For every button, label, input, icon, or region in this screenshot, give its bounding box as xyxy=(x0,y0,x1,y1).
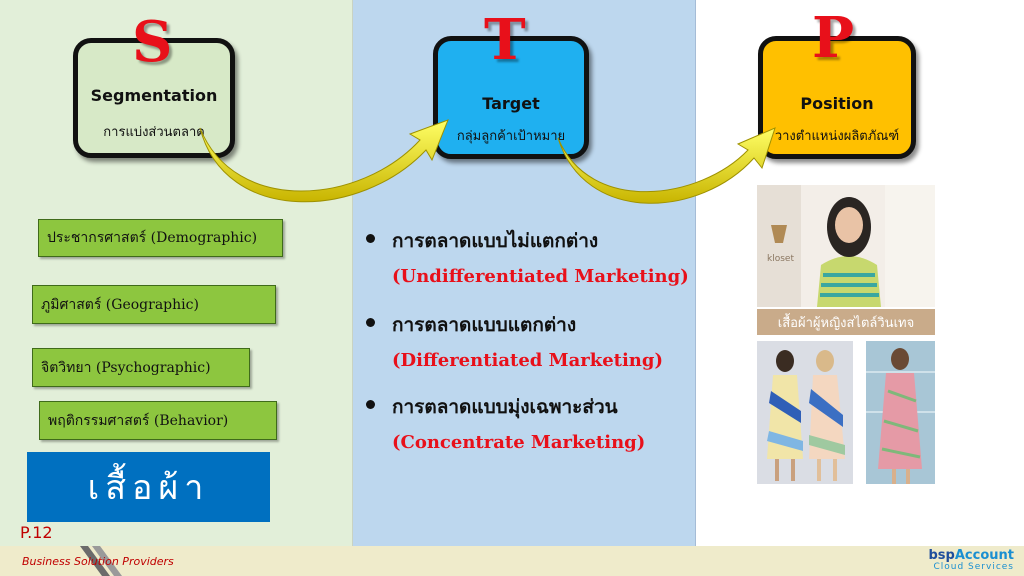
product-banner: เสื้อผ้า xyxy=(27,452,270,522)
page-number: P.12 xyxy=(20,523,53,542)
logo-subtitle: Cloud Services xyxy=(933,562,1014,572)
target-item-en: (Concentrate Marketing) xyxy=(392,432,645,453)
flow-arrows xyxy=(199,119,776,204)
target-item-th: การตลาดแบบมุ่งเฉพาะส่วน xyxy=(392,396,618,418)
segment-demographic: ประชากรศาสตร์ (Demographic) xyxy=(38,219,283,257)
bullet-dot xyxy=(366,318,375,327)
letter-p: P xyxy=(812,5,855,71)
segmentation-subtitle: การแบ่งส่วนตลาด xyxy=(103,125,205,140)
bullet-dot xyxy=(366,234,375,243)
target-item-en-label: (Undifferentiated Marketing) xyxy=(392,266,689,287)
target-item-en-label: (Concentrate Marketing) xyxy=(392,432,646,453)
letter-t: T xyxy=(484,7,526,73)
pink-dress-photo xyxy=(866,341,935,484)
target-item-undifferentiated: การตลาดแบบไม่แตกต่าง xyxy=(392,226,598,256)
target-item-en: (Differentiated Marketing) xyxy=(392,350,663,371)
segment-geographic: ภูมิศาสตร์ (Geographic) xyxy=(32,285,276,324)
target-subtitle: กลุ่มลูกค้าเป้าหมาย xyxy=(456,129,566,144)
target-item-en: (Undifferentiated Marketing) xyxy=(392,266,689,287)
footer-stripes xyxy=(80,546,122,576)
woman-portrait-image: kloset xyxy=(757,185,935,307)
position-title: Position xyxy=(800,94,874,113)
arrow-t-to-p xyxy=(557,127,776,204)
position-box: Position วางตำแหน่งผลิตภัณฑ์ xyxy=(758,36,916,159)
arrow-s-to-t xyxy=(199,119,449,203)
vintage-fashion-photo: kloset xyxy=(757,185,935,307)
position-caption: เสื้อผ้าผู้หญิงสไตล์วินเทจ xyxy=(757,309,935,335)
target-item-th: การตลาดแบบแตกต่าง xyxy=(392,314,577,336)
footer-bar xyxy=(0,546,1024,576)
position-subtitle: วางตำแหน่งผลิตภัณฑ์ xyxy=(774,129,900,144)
target-title: Target xyxy=(482,94,540,113)
segmentation-title: Segmentation xyxy=(90,86,218,105)
logo-text: bspAccount xyxy=(929,549,1015,562)
segment-behavior: พฤติกรรมศาสตร์ (Behavior) xyxy=(39,401,277,440)
logo-prefix: bsp xyxy=(928,548,955,563)
bsp-account-logo: bspAccount Cloud Services xyxy=(929,549,1015,572)
logo-accent: Account xyxy=(954,548,1014,563)
segment-psychographic: จิตวิทยา (Psychographic) xyxy=(32,348,250,387)
pink-dress-image xyxy=(866,341,935,484)
company-name: Business Solution Providers xyxy=(22,555,174,568)
target-item-en-label: (Differentiated Marketing) xyxy=(392,350,663,371)
two-models-photo xyxy=(757,341,853,484)
target-item-concentrate: การตลาดแบบมุ่งเฉพาะส่วน xyxy=(392,392,618,422)
segmentation-box: Segmentation การแบ่งส่วนตลาด xyxy=(73,38,235,158)
target-item-th: การตลาดแบบไม่แตกต่าง xyxy=(392,230,599,252)
target-box: Target กลุ่มลูกค้าเป้าหมาย xyxy=(433,36,589,159)
letter-s: S xyxy=(132,9,173,75)
brand-sign: kloset xyxy=(767,254,794,264)
bullet-dot xyxy=(366,400,375,409)
models-dresses-image xyxy=(757,341,853,484)
target-item-differentiated: การตลาดแบบแตกต่าง xyxy=(392,310,576,340)
